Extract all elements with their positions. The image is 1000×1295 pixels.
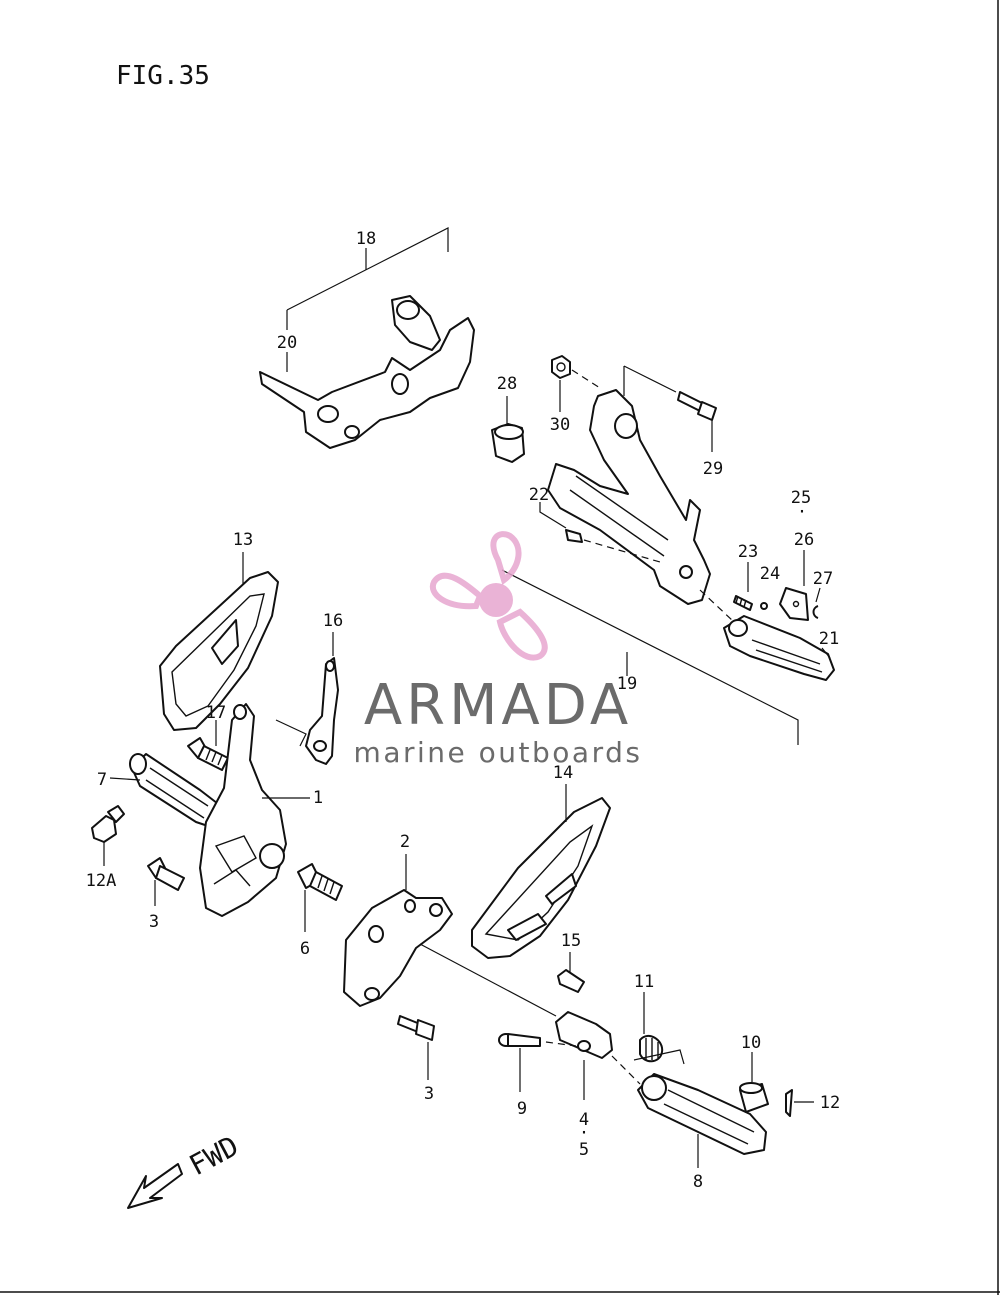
svg-text:·: ·	[579, 1123, 589, 1143]
callout-13: 13	[233, 530, 253, 550]
part-22-pin	[565, 529, 583, 543]
part-6-bolt	[297, 863, 343, 901]
part-20-bracket	[259, 295, 475, 449]
callout-20: 20	[277, 333, 297, 353]
part-2-bracket	[343, 889, 453, 1007]
callout-3-center: 3	[424, 1084, 434, 1104]
callout-6: 6	[300, 939, 310, 959]
callout-9: 9	[517, 1099, 527, 1119]
watermark-tagline: marine outboards	[354, 736, 643, 769]
callout-28: 28	[497, 374, 517, 394]
callout-11: 11	[634, 972, 654, 992]
part-19-rear-bracket	[547, 389, 711, 605]
part-17-bolt	[187, 737, 229, 771]
part-3-bolt-center	[397, 1015, 435, 1041]
callout-26: 26	[794, 530, 814, 550]
group-19-bracket-line	[501, 569, 799, 745]
part-4-holder	[555, 1011, 613, 1059]
callout-2: 2	[400, 832, 410, 852]
fwd-label: FWD	[184, 1129, 244, 1182]
part-16-link	[305, 657, 339, 765]
figure-title: FIG.35	[116, 61, 210, 91]
callout-3-left: 3	[149, 912, 159, 932]
part-24-ball	[760, 602, 768, 610]
watermark: ARMADA marine outboards	[354, 531, 643, 769]
callout-15: 15	[561, 931, 581, 951]
group-18-bracket-line	[286, 227, 449, 311]
watermark-brand: ARMADA	[364, 673, 632, 738]
callout-22: 22	[529, 485, 549, 505]
part-29-bolt	[677, 391, 717, 421]
part-12-cotter-pin	[785, 1089, 793, 1117]
callout-10: 10	[741, 1033, 761, 1053]
callout-27: 27	[813, 569, 833, 589]
callout-5: 5	[579, 1140, 589, 1160]
svg-text:·: ·	[797, 502, 807, 522]
part-21-footrest	[723, 615, 835, 681]
part-23-spring	[733, 595, 753, 611]
part-9-pin	[498, 1033, 541, 1047]
callout-16: 16	[323, 611, 343, 631]
part-3-bolt-left	[147, 857, 185, 891]
part-10-collar	[739, 1082, 769, 1113]
callout-25: 25	[791, 488, 811, 508]
part-26-plate	[779, 587, 809, 621]
part-28-bushing	[491, 423, 525, 463]
fwd-arrow-icon	[127, 1163, 183, 1209]
part-1-main-bracket	[199, 703, 287, 917]
part-13-heel-guard	[159, 571, 279, 731]
callout-12: 12	[820, 1093, 840, 1113]
part-8-footpeg	[637, 1073, 767, 1155]
part-12a-fitting	[91, 805, 125, 843]
callout-21: 21	[819, 629, 839, 649]
callout-30: 30	[550, 415, 570, 435]
part-30-nut	[551, 355, 571, 379]
callout-29: 29	[703, 459, 723, 479]
callout-12a: 12A	[86, 871, 117, 891]
callout-17: 17	[206, 703, 226, 723]
callout-1: 1	[313, 788, 323, 808]
callout-18: 18	[356, 229, 376, 249]
part-15-screw	[557, 969, 585, 993]
callout-19: 19	[617, 674, 637, 694]
callout-23: 23	[738, 542, 758, 562]
callout-14: 14	[553, 763, 573, 783]
part-27-clip	[812, 605, 819, 619]
callout-4: 4	[579, 1110, 589, 1130]
callout-7: 7	[97, 770, 107, 790]
part-14-heel-guard	[471, 797, 611, 959]
callout-8: 8	[693, 1172, 703, 1192]
propeller-logo-icon	[429, 531, 548, 661]
callout-24: 24	[760, 564, 780, 584]
